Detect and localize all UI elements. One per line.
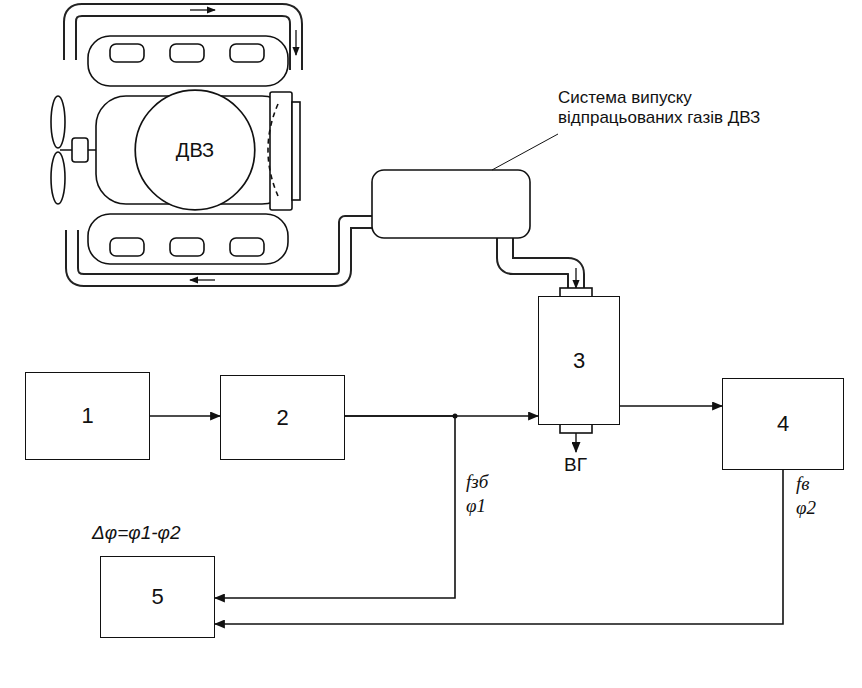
- box-number: 5: [151, 584, 163, 610]
- box-number: 2: [276, 405, 288, 431]
- box-number: 4: [777, 411, 789, 437]
- box-number: 3: [573, 348, 585, 374]
- callout-label: Система випуску відпрацьованих газів ДВЗ: [556, 88, 792, 129]
- signal-label: fзб φ1: [464, 470, 490, 518]
- box-number: 1: [81, 403, 93, 429]
- signal-label: Δφ=φ1-φ2: [90, 522, 183, 545]
- process-box: 3: [538, 296, 620, 425]
- signal-connector: [215, 470, 783, 624]
- exhaust-arrow: [575, 433, 576, 452]
- process-box: 5: [100, 556, 215, 638]
- exhaust-pipe: [70, 10, 576, 290]
- signal-label: fв φ2: [794, 472, 818, 520]
- signal-label: ВГ: [562, 454, 589, 477]
- signal-connector: [150, 415, 220, 417]
- muffler: [372, 170, 530, 238]
- engine-label: ДВЗ: [176, 139, 214, 162]
- process-box: 1: [25, 372, 150, 460]
- process-box: 2: [220, 375, 345, 460]
- process-box: 4: [722, 378, 844, 470]
- engine-body: [51, 36, 300, 264]
- signal-connector: [620, 405, 722, 407]
- engine-circle: ДВЗ: [134, 89, 256, 211]
- junction-dot: [453, 414, 458, 419]
- leader-line: [492, 134, 558, 170]
